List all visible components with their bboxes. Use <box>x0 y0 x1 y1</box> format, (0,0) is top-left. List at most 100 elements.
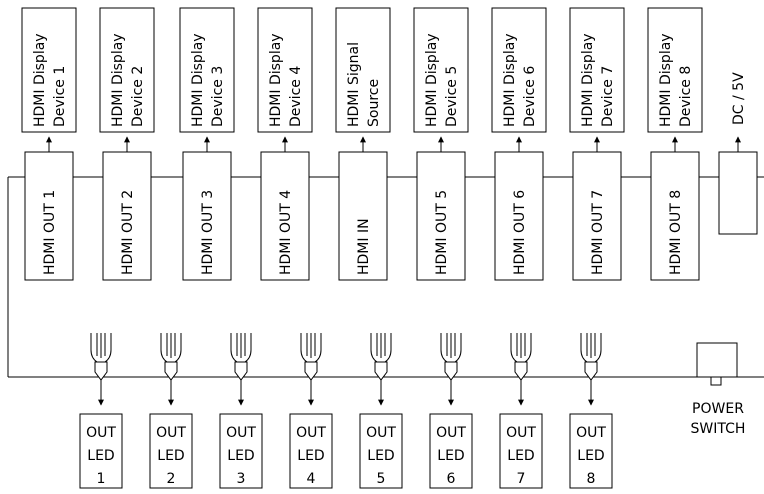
led-box <box>289 413 333 489</box>
led-connector-icon <box>440 333 462 381</box>
port-box <box>416 151 466 281</box>
power-switch-block: POWER SWITCH <box>691 342 746 437</box>
device-label-line2: Device 2 <box>130 66 146 127</box>
port-label: HDMI OUT 1 <box>42 190 58 275</box>
device-box <box>335 7 391 133</box>
led-label-line3: 2 <box>167 471 176 487</box>
port-block-6: HDMI OUT 5 <box>416 151 466 281</box>
port-label: HDMI OUT 6 <box>512 190 528 275</box>
led-label-line2: LED <box>227 448 254 464</box>
port-block-4: HDMI OUT 4 <box>260 151 310 281</box>
power-switch-label-line2: SWITCH <box>691 421 746 437</box>
led-label-line2: LED <box>87 448 114 464</box>
power-switch-label-line1: POWER <box>692 401 744 417</box>
device-box <box>99 7 155 133</box>
led-label-line2: LED <box>297 448 324 464</box>
port-block-3: HDMI OUT 3 <box>182 151 232 281</box>
port-box <box>260 151 310 281</box>
device-box <box>21 7 77 133</box>
device-box <box>569 7 625 133</box>
led-block-6: OUT LED 6 <box>429 333 473 489</box>
port-box <box>182 151 232 281</box>
dc-power-label: DC / 5V <box>731 72 747 125</box>
led-connector-icon <box>510 333 532 381</box>
led-box <box>499 413 543 489</box>
led-label-line3: 6 <box>447 471 456 487</box>
dc-power-box <box>718 151 758 235</box>
device-label-line1: HDMI Display <box>268 33 284 127</box>
power-switch-knob <box>710 376 722 386</box>
led-label-line3: 5 <box>377 471 386 487</box>
led-label-line2: LED <box>437 448 464 464</box>
led-label-line1: OUT <box>506 425 536 441</box>
device-label-line1: HDMI Display <box>502 33 518 127</box>
led-box <box>149 413 193 489</box>
port-label: HDMI IN <box>356 218 372 275</box>
led-box <box>429 413 473 489</box>
port-label: HDMI OUT 8 <box>668 190 684 275</box>
port-block-8: HDMI OUT 7 <box>572 151 622 281</box>
device-label-line1: HDMI Signal <box>346 42 362 127</box>
device-box <box>647 7 703 133</box>
port-block-1: HDMI OUT 1 <box>24 151 74 281</box>
led-connector-icon <box>90 333 112 381</box>
led-label-line2: LED <box>367 448 394 464</box>
led-connector-icon <box>300 333 322 381</box>
led-connector-icon <box>580 333 602 381</box>
led-label-line1: OUT <box>436 425 466 441</box>
top-bus-lines <box>7 176 764 377</box>
device-label-line1: HDMI Display <box>110 33 126 127</box>
led-connector-icon <box>160 333 182 381</box>
port-label: HDMI OUT 3 <box>200 190 216 275</box>
led-block-1: OUT LED 1 <box>79 333 123 489</box>
led-label-line3: 8 <box>587 471 596 487</box>
device-label-line2: Device 7 <box>600 66 616 127</box>
led-connector-icon <box>230 333 252 381</box>
led-box <box>569 413 613 489</box>
led-label-line1: OUT <box>86 425 116 441</box>
port-box <box>572 151 622 281</box>
device-box <box>179 7 235 133</box>
led-label-line3: 4 <box>307 471 316 487</box>
device-label-line2: Device 6 <box>522 66 538 127</box>
led-block-3: OUT LED 3 <box>219 333 263 489</box>
device-label-line2: Device 8 <box>678 66 694 127</box>
led-label-line1: OUT <box>576 425 606 441</box>
led-label-line3: 1 <box>97 471 106 487</box>
device-label-line1: HDMI Display <box>424 33 440 127</box>
led-label-line3: 3 <box>237 471 246 487</box>
port-label: HDMI OUT 5 <box>434 190 450 275</box>
device-box <box>257 7 313 133</box>
led-box <box>219 413 263 489</box>
device-label-line2: Device 1 <box>52 66 68 127</box>
device-label-line2: Device 3 <box>210 66 226 127</box>
led-box <box>79 413 123 489</box>
led-label-line2: LED <box>577 448 604 464</box>
device-label-line1: HDMI Display <box>658 33 674 127</box>
led-block-8: OUT LED 8 <box>569 333 613 489</box>
led-box <box>359 413 403 489</box>
port-box <box>494 151 544 281</box>
power-switch-body <box>696 342 738 378</box>
port-box <box>102 151 152 281</box>
device-label-line2: Device 4 <box>288 66 304 127</box>
device-label-line1: HDMI Display <box>190 33 206 127</box>
port-block-5: HDMI IN <box>338 151 388 281</box>
dc-power-block: DC / 5V <box>718 72 758 235</box>
port-label: HDMI OUT 4 <box>278 190 294 275</box>
port-box <box>24 151 74 281</box>
device-label-line1: HDMI Display <box>580 33 596 127</box>
port-box <box>338 151 388 281</box>
led-label-line1: OUT <box>226 425 256 441</box>
